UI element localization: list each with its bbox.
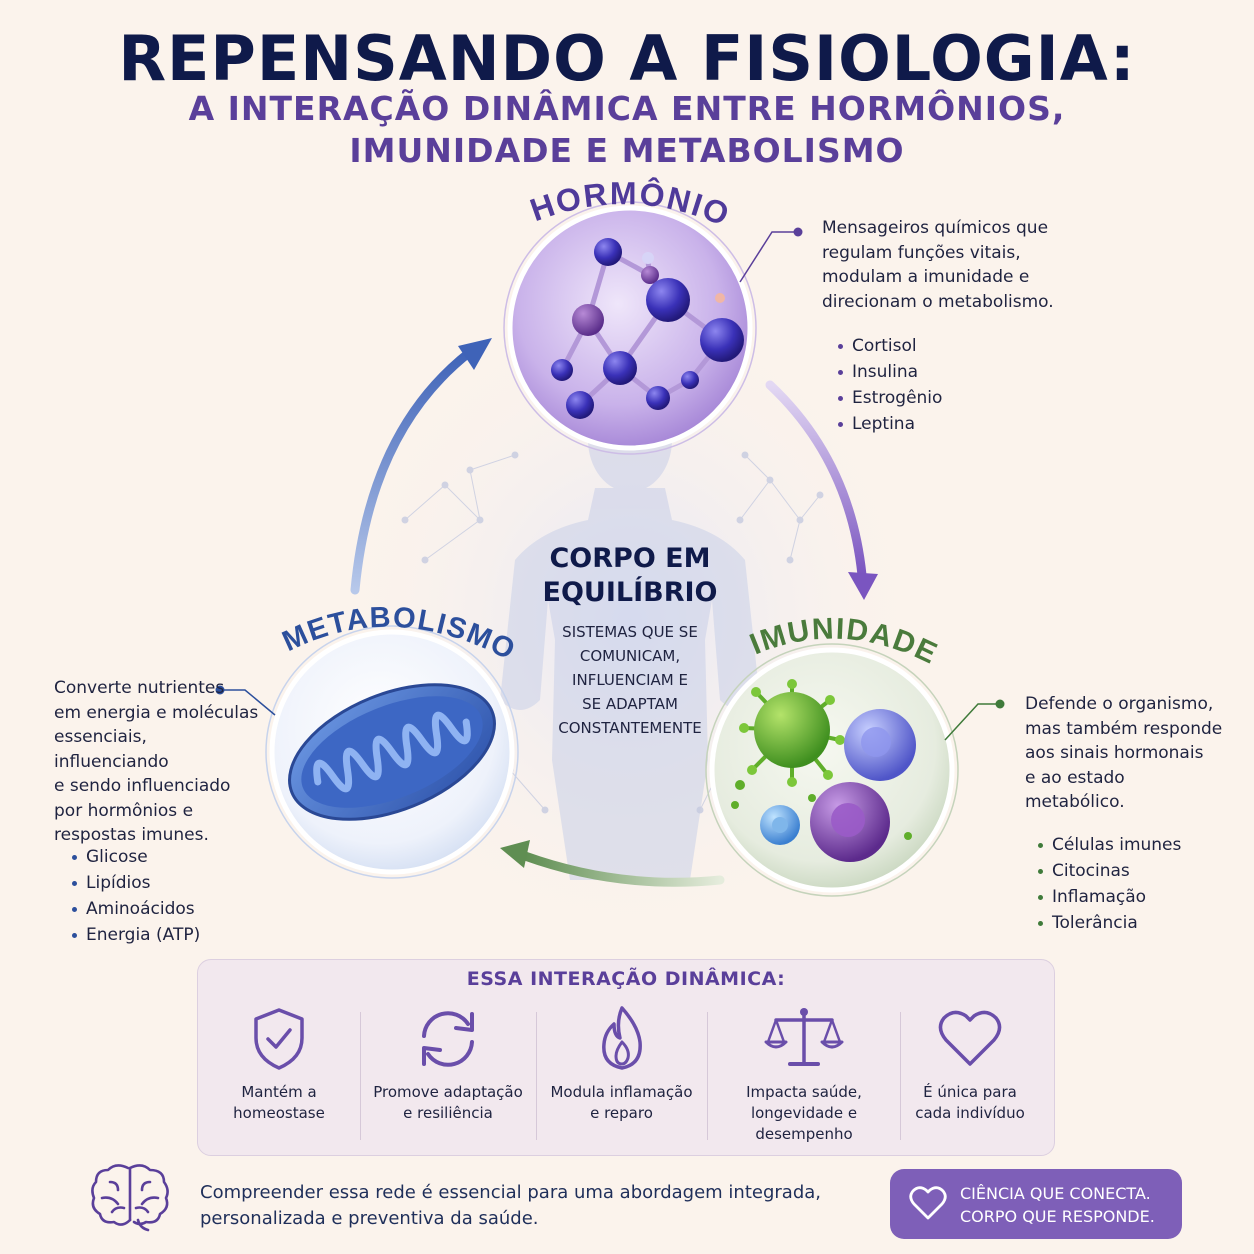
page-title: REPENSANDO A FISIOLOGIA: xyxy=(118,22,1136,95)
feature-label-line: É única para xyxy=(923,1083,1017,1101)
hormones-desc-line: Mensageiros químicos que xyxy=(822,218,1049,238)
immunity-desc-line: aos sinais hormonais xyxy=(1025,743,1204,763)
brain-icon xyxy=(91,1164,169,1232)
metabolism-list: Glicose Lipídios Aminoácidos Energia (AT… xyxy=(70,844,200,948)
feature-adaptation: Promove adaptação e resiliência xyxy=(364,1002,532,1152)
network-pattern xyxy=(401,451,824,814)
list-item: Cortisol xyxy=(836,333,942,359)
arrow-hormones-to-immunity xyxy=(765,380,878,600)
metabolism-desc-line: Converte nutrientes xyxy=(54,678,225,698)
connector-lines xyxy=(215,227,1005,741)
divider xyxy=(900,1012,901,1140)
interaction-panel xyxy=(197,959,1055,1156)
feature-label-line: cada indivíduo xyxy=(915,1104,1025,1122)
footer-text: Compreender essa rede é essencial para u… xyxy=(200,1180,840,1232)
feature-label-line: desempenho xyxy=(755,1125,853,1143)
metabolism-circle xyxy=(265,625,519,879)
cta-text: CIÊNCIA QUE CONECTA. CORPO QUE RESPONDE. xyxy=(960,1182,1155,1228)
refresh-cycle-icon xyxy=(422,1011,474,1067)
immunity-list: Células imunes Citocinas Inflamação Tole… xyxy=(1036,832,1181,936)
feature-label-line: homeostase xyxy=(233,1104,325,1122)
panel-title: ESSA INTERAÇÃO DINÂMICA: xyxy=(466,968,786,990)
feature-homeostasis: Mantém a homeostase xyxy=(203,1002,355,1152)
list-item: Aminoácidos xyxy=(70,896,200,922)
feature-label: Impacta saúde, longevidade e desempenho xyxy=(711,1082,897,1145)
subtitle-line-2: IMUNIDADE E METABOLISMO xyxy=(349,131,905,170)
center-subtitle: SISTEMAS QUE SE COMUNICAM, INFLUENCIAM E… xyxy=(520,620,740,740)
metabolism-desc-line: por hormônios e xyxy=(54,800,194,821)
flame-icon xyxy=(601,1006,642,1070)
list-item: Insulina xyxy=(836,359,942,385)
footer-text-line: Compreender essa rede é essencial para u… xyxy=(200,1182,822,1203)
feature-label: É única para cada indivíduo xyxy=(904,1082,1036,1124)
list-item: Inflamação xyxy=(1036,884,1181,910)
list-item: Tolerância xyxy=(1036,910,1181,936)
immunity-desc-line: mas também responde xyxy=(1025,718,1223,739)
feature-health-impact: Impacta saúde, longevidade e desempenho xyxy=(711,1002,897,1152)
list-item: Leptina xyxy=(836,411,942,437)
list-item: Glicose xyxy=(70,844,200,870)
divider xyxy=(360,1012,361,1140)
metabolism-desc-line: respostas imunes. xyxy=(54,825,209,845)
hormones-circle xyxy=(503,201,757,455)
footer-text-line: personalizada e preventiva da saúde. xyxy=(200,1208,539,1229)
list-item: Estrogênio xyxy=(836,385,942,411)
balance-scale-icon xyxy=(764,1008,844,1066)
hormones-desc-line: direcionam o metabolismo. xyxy=(822,291,1054,312)
feature-label-line: Mantém a xyxy=(241,1083,317,1101)
hormones-description: Mensageiros químicos que regulam funções… xyxy=(822,216,1122,314)
heart-icon xyxy=(938,1010,1002,1066)
feature-label-line: Modula inflamação xyxy=(550,1083,693,1101)
list-item: Lipídios xyxy=(70,870,200,896)
mitochondria-icon xyxy=(288,683,496,821)
center-sub-line: CONSTANTEMENTE xyxy=(558,719,702,737)
list-item: Energia (ATP) xyxy=(70,922,200,948)
shield-check-icon xyxy=(254,1008,304,1070)
metabolism-desc-line: em energia e moléculas xyxy=(54,702,259,723)
page-subtitle: A INTERAÇÃO DINÂMICA ENTRE HORMÔNIOS, IM… xyxy=(0,88,1254,172)
hormones-desc-line: modulam a imunidade e xyxy=(822,267,1030,287)
hormones-label: HORMÔNIOS xyxy=(0,0,736,233)
list-item: Células imunes xyxy=(1036,832,1181,858)
metabolism-desc-line: e sendo influenciado xyxy=(54,776,231,796)
feature-label-line: Impacta saúde, xyxy=(746,1083,862,1101)
divider xyxy=(536,1012,537,1140)
feature-label: Promove adaptação e resiliência xyxy=(364,1082,532,1124)
hormones-desc-line: regulam funções vitais, xyxy=(822,242,1021,263)
divider xyxy=(707,1012,708,1140)
feature-label: Mantém a homeostase xyxy=(203,1082,355,1124)
immunity-desc-line: metabólico. xyxy=(1025,792,1125,812)
immunity-description: Defende o organismo, mas também responde… xyxy=(1025,692,1245,815)
cta-banner: CIÊNCIA QUE CONECTA. CORPO QUE RESPONDE. xyxy=(890,1169,1182,1239)
feature-inflammation: Modula inflamação e reparo xyxy=(540,1002,703,1152)
center-title: CORPO EM EQUILÍBRIO xyxy=(520,542,740,610)
center-title-line: CORPO EM xyxy=(549,543,711,574)
feature-label: Modula inflamação e reparo xyxy=(540,1082,703,1124)
feature-label-line: longevidade e xyxy=(750,1104,858,1122)
hormones-list: Cortisol Insulina Estrogênio Leptina xyxy=(836,333,942,437)
heart-icon xyxy=(909,1186,947,1220)
arrow-metabolism-to-hormones xyxy=(350,338,492,595)
feature-label-line: e reparo xyxy=(590,1104,653,1122)
immunity-circle xyxy=(705,643,959,897)
metabolism-desc-line: essenciais, influenciando xyxy=(54,727,169,772)
immunity-desc-line: Defende o organismo, xyxy=(1025,694,1214,714)
center-sub-line: INFLUENCIAM E xyxy=(572,671,688,689)
metabolism-description: Converte nutrientes em energia e molécul… xyxy=(54,676,264,848)
cta-text-line: CIÊNCIA QUE CONECTA. xyxy=(960,1184,1151,1203)
feature-label-line: e resiliência xyxy=(403,1104,493,1122)
center-sub-line: SISTEMAS QUE SE xyxy=(562,623,698,641)
arrow-immunity-to-metabolism xyxy=(500,840,725,887)
feature-individuality: É única para cada indivíduo xyxy=(904,1002,1036,1152)
center-sub-line: COMUNICAM, xyxy=(579,647,681,665)
center-title-line: EQUILÍBRIO xyxy=(542,577,718,608)
subtitle-line-1: A INTERAÇÃO DINÂMICA ENTRE HORMÔNIOS, xyxy=(188,89,1066,128)
list-item: Citocinas xyxy=(1036,858,1181,884)
center-sub-line: SE ADAPTAM xyxy=(582,695,678,713)
feature-label-line: Promove adaptação xyxy=(373,1083,523,1101)
immunity-desc-line: e ao estado xyxy=(1025,767,1125,788)
cta-text-line: CORPO QUE RESPONDE. xyxy=(960,1207,1155,1226)
